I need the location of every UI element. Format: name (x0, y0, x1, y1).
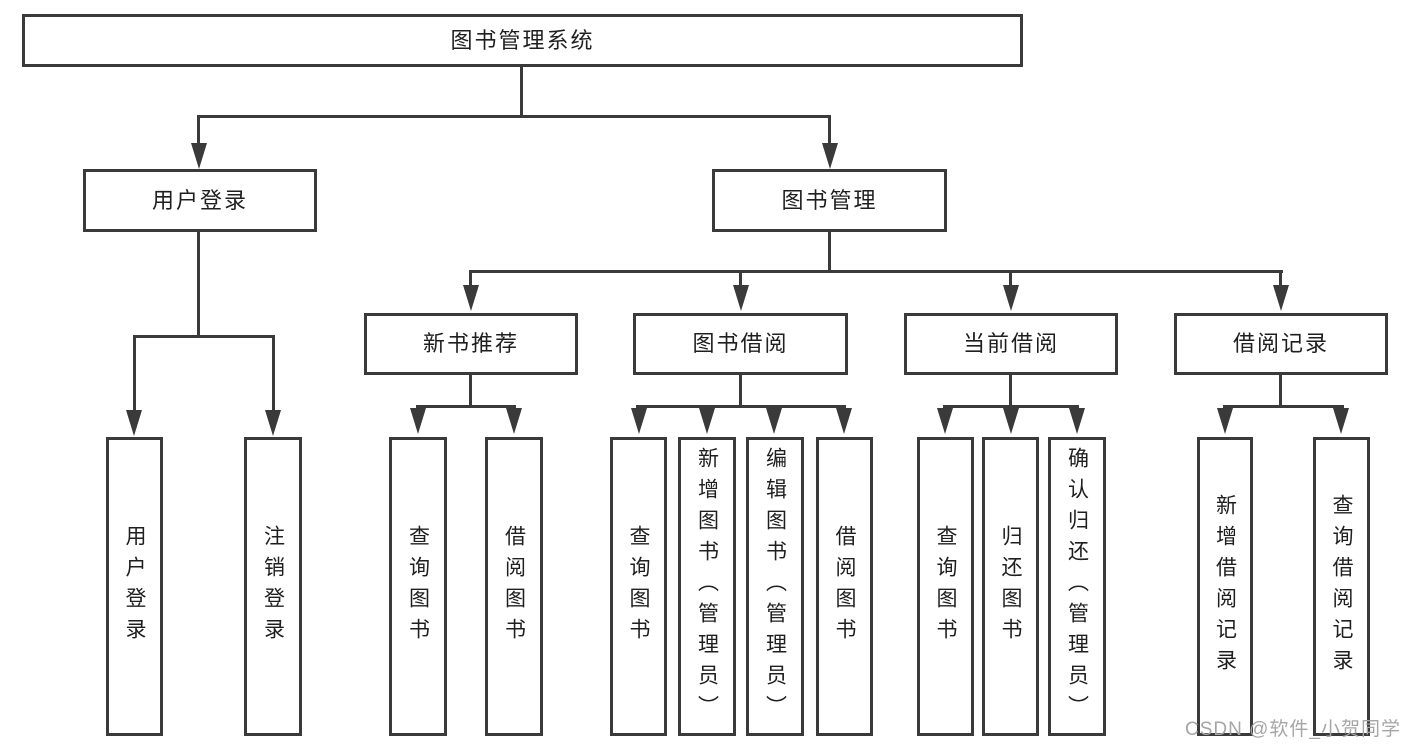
connector-line-vertical (828, 118, 831, 144)
watermark: CSDN @软件_小贺同学 (1185, 719, 1401, 740)
node-book-borrowing: 图书借阅 (633, 313, 848, 375)
leaf-query-books-borrow: 查询图书 (610, 437, 667, 736)
arrow-down-icon (937, 408, 953, 434)
leaf-query-books-current: 查询图书 (917, 437, 974, 736)
node-root: 图书管理系统 (22, 14, 1023, 67)
arrow-down-icon (1273, 285, 1289, 311)
node-label: 当前借阅 (962, 331, 1059, 356)
arrow-down-icon (733, 285, 749, 311)
connector-line-vertical (469, 375, 472, 405)
leaf-query-books-recommend: 查询图书 (389, 437, 447, 736)
connector-line-vertical (1279, 375, 1282, 405)
arrow-down-icon (1069, 408, 1085, 434)
node-label: 归还图书 (999, 524, 1022, 649)
leaf-confirm-return-admin: 确认归还（管理员） (1048, 437, 1106, 736)
leaf-user-login: 用户登录 (106, 437, 163, 736)
node-label: 用户登录 (151, 187, 248, 213)
node-label: 查询图书 (934, 524, 957, 649)
connector-line-horizontal (197, 115, 831, 118)
connector-line-vertical (133, 338, 136, 410)
node-label: 图书管理系统 (450, 27, 595, 53)
arrow-down-icon (699, 408, 715, 434)
node-label: 图书借阅 (692, 331, 789, 356)
node-label: 查询借阅记录 (1330, 493, 1353, 680)
leaf-edit-books-admin: 编辑图书（管理员） (746, 437, 804, 736)
node-label: 借阅图书 (502, 524, 526, 649)
connector-line-vertical (828, 232, 831, 273)
arrow-down-icon (1333, 408, 1349, 434)
connector-line-vertical (197, 232, 200, 337)
node-book-management: 图书管理 (712, 169, 947, 232)
leaf-borrow-books: 借阅图书 (816, 437, 873, 736)
connector-line-horizontal (1223, 405, 1344, 408)
leaf-query-borrow-record: 查询借阅记录 (1313, 437, 1370, 736)
leaf-return-books: 归还图书 (982, 437, 1039, 736)
connector-line-vertical (739, 375, 742, 405)
arrow-down-icon (410, 408, 426, 434)
arrow-down-icon (766, 408, 782, 434)
arrow-down-icon (1003, 408, 1019, 434)
node-current-borrowing: 当前借阅 (904, 313, 1118, 375)
arrow-down-icon (822, 143, 838, 169)
connector-line-vertical (1009, 273, 1012, 285)
node-label: 新增图书（管理员） (695, 447, 719, 726)
leaf-borrow-books-recommend: 借阅图书 (485, 437, 543, 736)
node-user-login: 用户登录 (83, 169, 317, 232)
node-new-book-recommendation: 新书推荐 (364, 313, 578, 375)
connector-line-vertical (1009, 375, 1012, 405)
arrow-down-icon (191, 143, 207, 169)
node-label: 查询图书 (406, 524, 430, 649)
arrow-down-icon (1003, 285, 1019, 311)
node-label: 查询图书 (627, 524, 650, 649)
node-label: 用户登录 (123, 524, 146, 649)
connector-line-vertical (197, 118, 200, 144)
node-label: 确认归还（管理员） (1065, 447, 1089, 726)
connector-line-horizontal (636, 405, 846, 408)
node-label: 新增借阅记录 (1213, 493, 1237, 680)
arrow-down-icon (506, 408, 522, 434)
arrow-down-icon (836, 408, 852, 434)
node-borrowing-records: 借阅记录 (1174, 313, 1388, 375)
arrow-down-icon (265, 410, 281, 436)
leaf-logout: 注销登录 (244, 437, 302, 736)
connector-line-vertical (469, 273, 472, 285)
node-label: 借阅记录 (1232, 331, 1329, 356)
node-label: 借阅图书 (833, 524, 856, 649)
connector-line-vertical (739, 273, 742, 285)
node-label: 编辑图书（管理员） (763, 447, 787, 726)
connector-line-vertical (520, 67, 523, 117)
arrow-down-icon (126, 410, 142, 436)
connector-line-vertical (272, 338, 275, 410)
connector-line-horizontal (133, 335, 275, 338)
arrow-down-icon (631, 408, 647, 434)
arrow-down-icon (463, 285, 479, 311)
leaf-add-books-admin: 新增图书（管理员） (678, 437, 736, 736)
arrow-down-icon (1217, 408, 1233, 434)
node-label: 图书管理 (781, 187, 878, 213)
connector-line-horizontal (416, 405, 516, 408)
node-label: 注销登录 (261, 524, 285, 649)
connector-line-horizontal (469, 270, 1283, 273)
connector-line-vertical (1279, 273, 1282, 285)
leaf-add-borrow-record: 新增借阅记录 (1197, 437, 1253, 736)
connector-line-horizontal (943, 405, 1079, 408)
node-label: 新书推荐 (422, 331, 519, 356)
